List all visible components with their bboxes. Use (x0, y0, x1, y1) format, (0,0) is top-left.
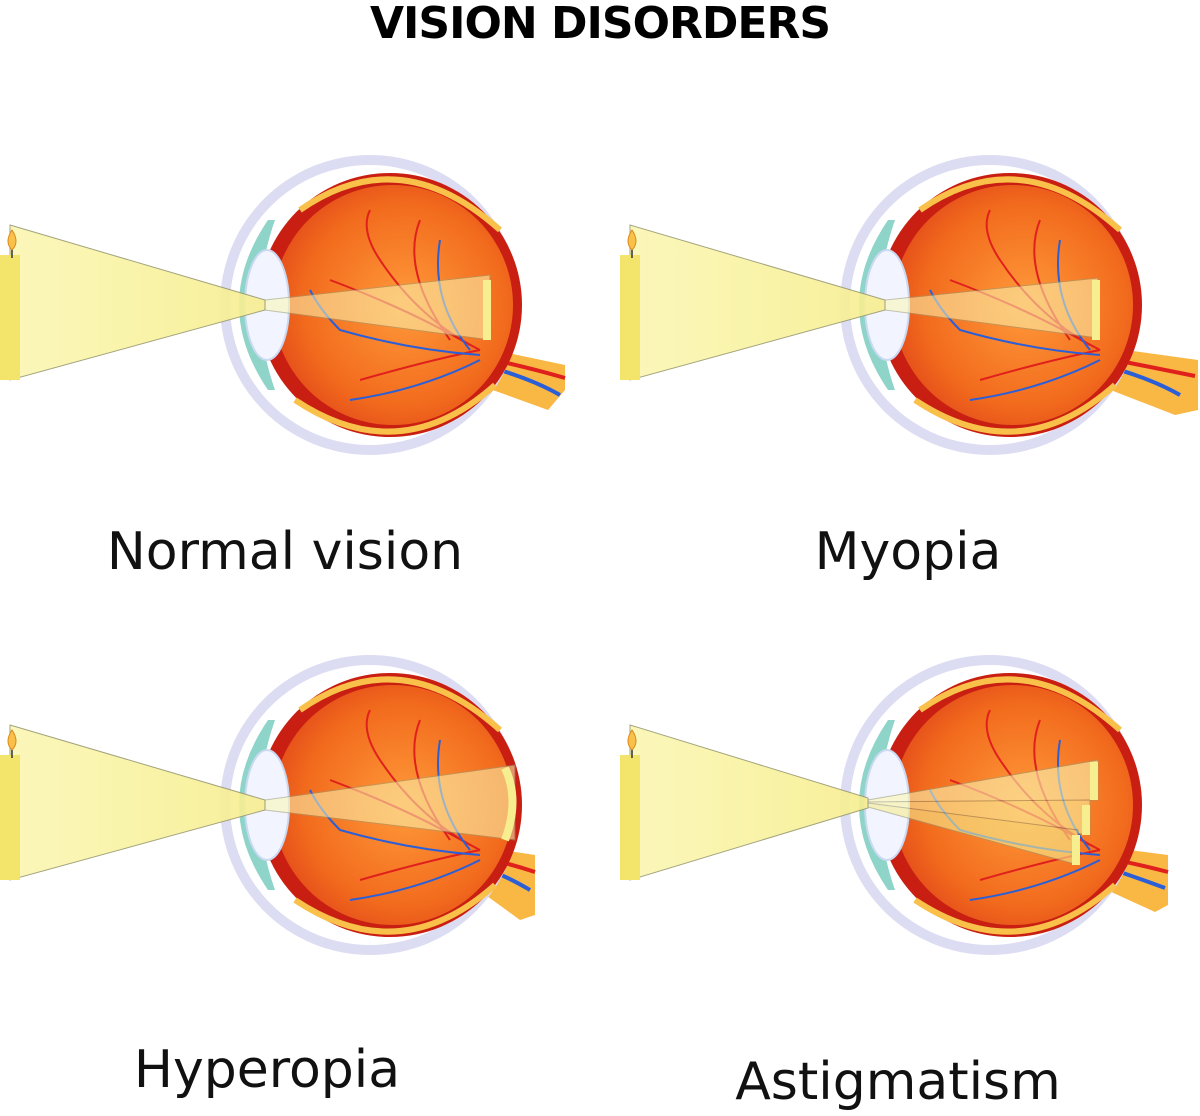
light-cone (9, 224, 266, 381)
candle-icon (620, 729, 640, 880)
candle-icon (0, 729, 20, 880)
astigmatism-diagram (620, 650, 1200, 980)
myopia-diagram (620, 150, 1200, 480)
light-cone (9, 724, 266, 881)
normal-vision-label: Normal vision (106, 522, 464, 582)
retina-image (1090, 762, 1098, 800)
retina-image (1092, 280, 1100, 340)
light-cone (629, 724, 869, 881)
candle-icon (0, 229, 20, 380)
page-title: VISION DISORDERS (369, 0, 831, 49)
myopia-label: Myopia (814, 522, 1002, 582)
normal-vision-diagram (0, 150, 600, 480)
light-cone (629, 224, 886, 381)
retina-image (501, 766, 517, 842)
hyperopia-label: Hyperopia (133, 1040, 401, 1100)
astigmatism-label: Astigmatism (735, 1052, 1061, 1112)
candle-icon (620, 229, 640, 380)
scattered-focus-rays (867, 759, 1099, 866)
retina-image (483, 280, 491, 340)
hyperopia-diagram (0, 650, 600, 980)
